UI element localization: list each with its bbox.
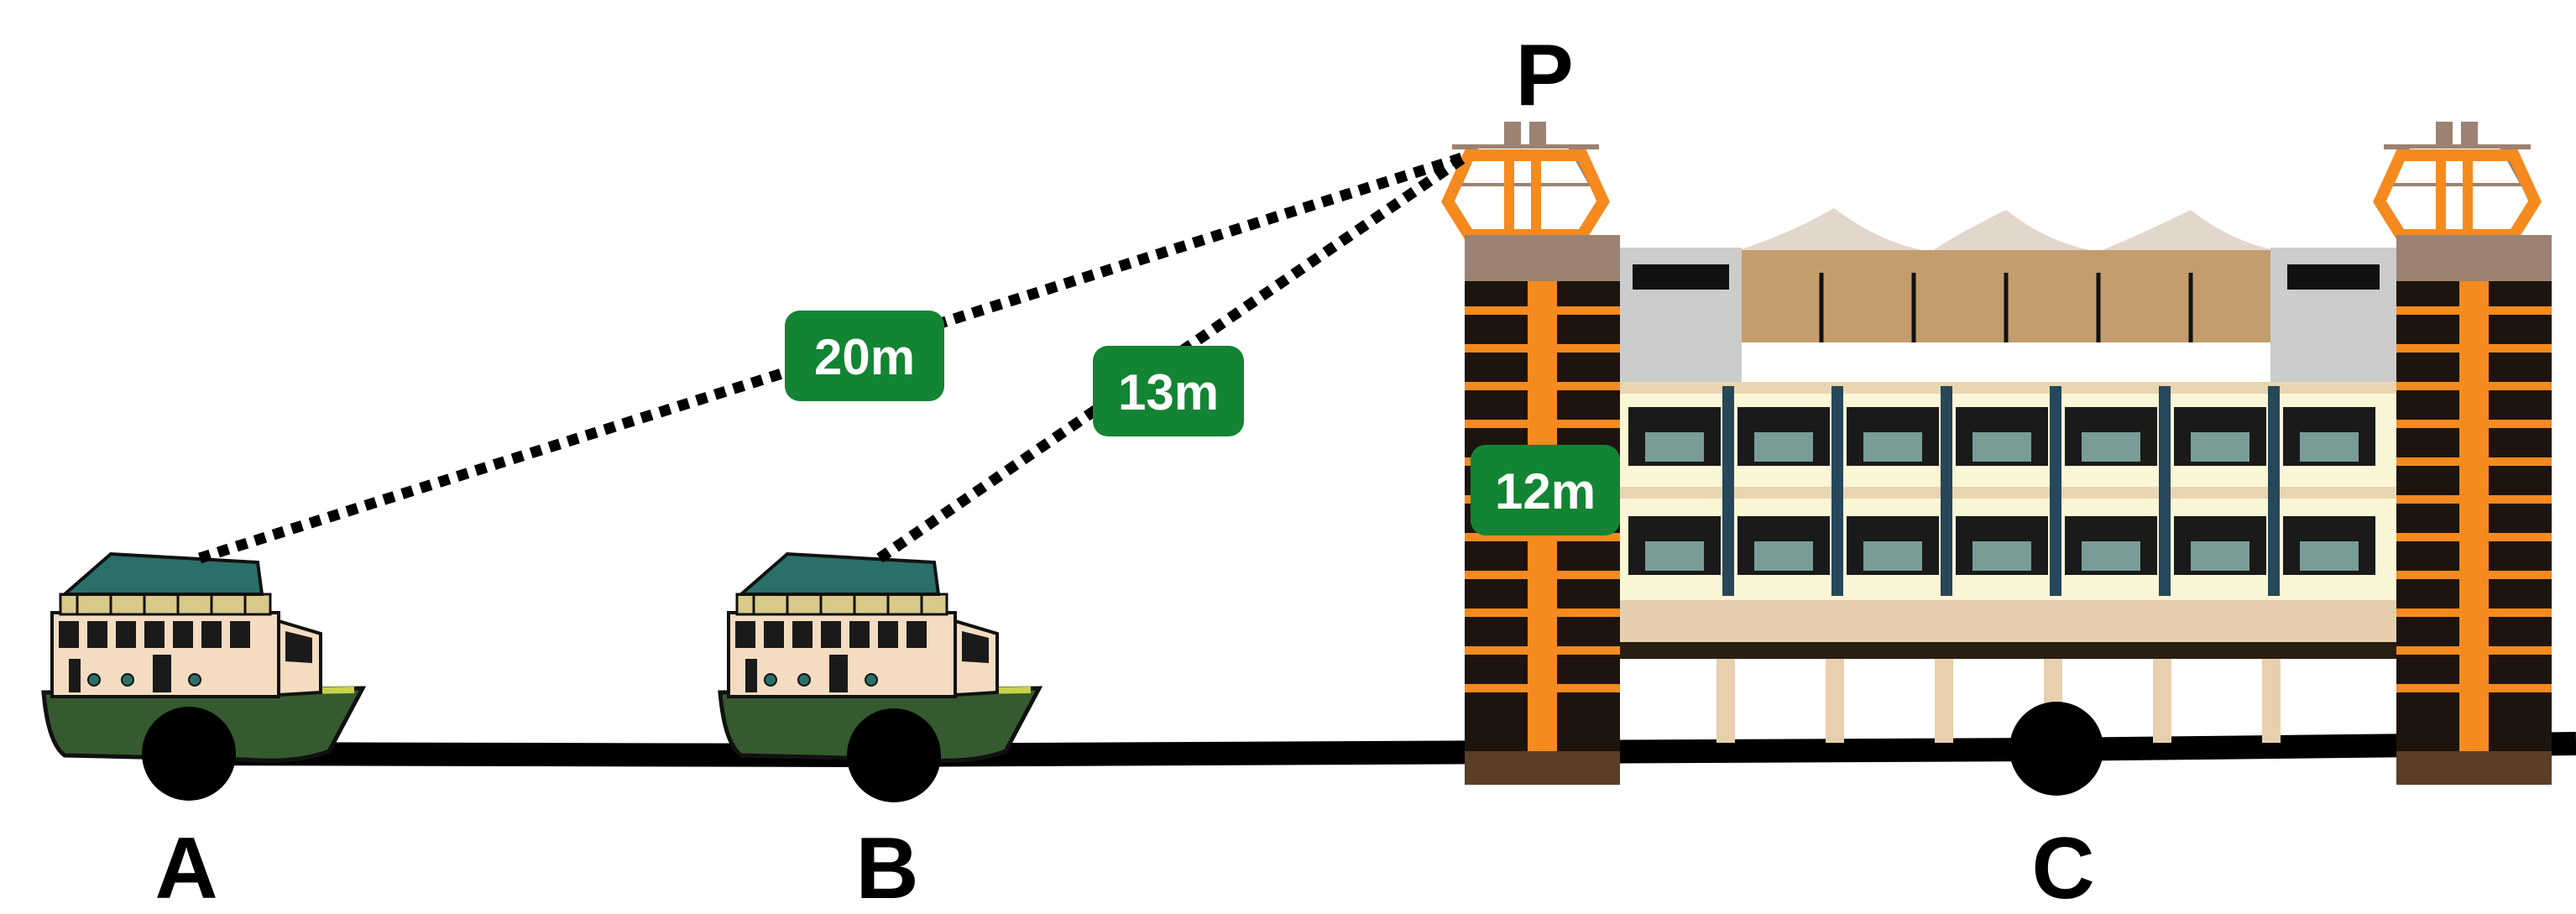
point-c-marker — [2009, 702, 2103, 796]
ground-line — [188, 732, 2576, 768]
point-b-marker — [847, 708, 941, 802]
distance-bp-text: 13m — [1118, 364, 1219, 420]
point-c-label: C — [2031, 820, 2094, 914]
point-a-label: A — [154, 820, 217, 914]
distance-ap-text: 20m — [814, 329, 915, 385]
point-a-marker — [142, 707, 236, 801]
height-text: 12m — [1495, 463, 1596, 520]
height-badge: 12m — [1471, 445, 1620, 535]
distance-badge-ap: 20m — [785, 311, 944, 401]
point-p-label: P — [1515, 27, 1573, 124]
point-b-label: B — [855, 820, 918, 914]
distance-badge-bp: 13m — [1093, 346, 1244, 436]
